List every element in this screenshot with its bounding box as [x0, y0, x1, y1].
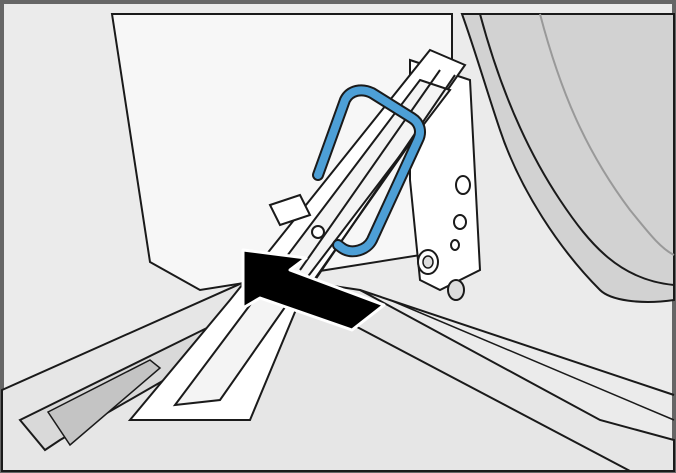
hinge-pin: [312, 226, 324, 238]
bracket-lower-screw: [448, 280, 464, 300]
bracket-screw-center: [423, 256, 433, 268]
bracket-hole-3: [451, 240, 459, 250]
bracket-hole-2: [454, 215, 466, 229]
bracket-hole-1: [456, 176, 470, 194]
